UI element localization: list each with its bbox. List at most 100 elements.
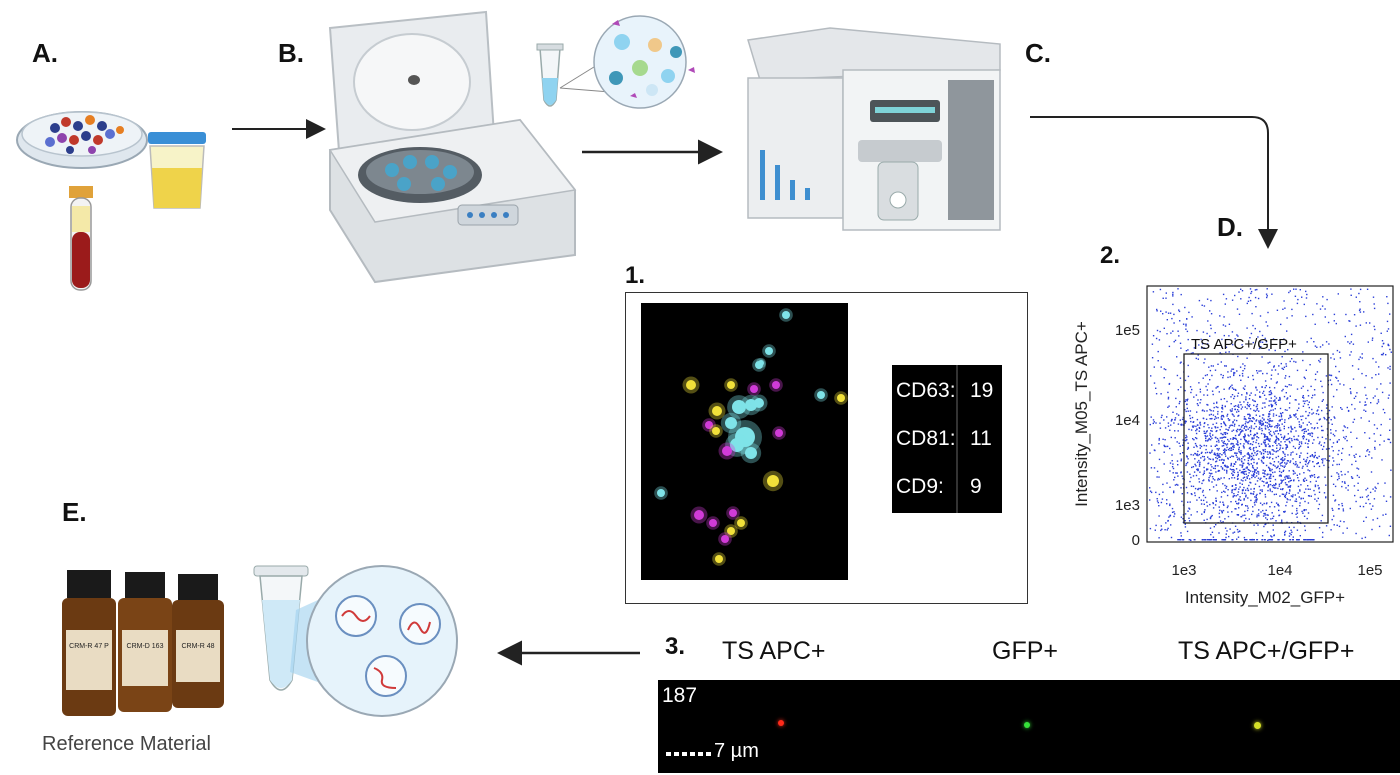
scatter-point — [1304, 463, 1307, 466]
scatter-point — [1223, 469, 1226, 471]
scatter-point — [1253, 409, 1255, 412]
scatter-point — [1342, 508, 1344, 510]
scatter-point — [1247, 453, 1250, 456]
scatter-point — [1243, 446, 1245, 448]
scatter-point — [1267, 362, 1269, 364]
scatter-point — [1286, 317, 1288, 319]
scatter-point — [1266, 325, 1269, 327]
scatter-point — [1290, 384, 1292, 386]
scatter-point — [1244, 435, 1246, 437]
scatter-point — [1295, 461, 1297, 463]
scatter-point — [1250, 499, 1252, 502]
scatter-point — [1283, 338, 1285, 340]
scatter-point — [1243, 418, 1245, 420]
scatter-point — [1252, 510, 1254, 513]
scatter-point — [1326, 419, 1328, 421]
scatter-point — [1277, 455, 1280, 458]
scatter-point — [1181, 475, 1183, 477]
scatter-point — [1299, 504, 1301, 507]
scatter-point — [1284, 453, 1286, 455]
scatter-point — [1240, 438, 1242, 441]
scatter-point — [1357, 468, 1360, 470]
scatter-point — [1247, 401, 1249, 404]
scatter-point — [1245, 473, 1247, 475]
scatter-point — [1156, 476, 1158, 478]
scatter-point — [1256, 372, 1259, 374]
scatter-point — [1261, 504, 1264, 506]
scatter-point — [1207, 456, 1209, 458]
scatter-point — [1330, 374, 1332, 377]
scatter-point — [1292, 536, 1294, 538]
scatter-point — [1298, 496, 1300, 498]
scatter-point — [1186, 330, 1189, 333]
scatter-point — [1185, 350, 1188, 352]
scatter-point — [1269, 469, 1271, 472]
scatter-point — [1265, 341, 1268, 343]
scatter-point — [1256, 514, 1258, 516]
scatter-point — [1187, 364, 1189, 367]
count-label: CD81: — [896, 427, 956, 450]
scatter-point — [1346, 439, 1348, 442]
scatter-point — [1198, 382, 1200, 384]
scatter-point — [1280, 474, 1282, 477]
scatter-point — [1303, 436, 1305, 438]
scatter-point — [1213, 418, 1216, 420]
scatter-point — [1323, 445, 1325, 448]
scatter-point — [1248, 518, 1250, 520]
scatter-point — [1169, 486, 1171, 488]
scatter-point — [1162, 438, 1164, 440]
scatter-point — [1274, 408, 1276, 410]
scatter-point — [1290, 425, 1292, 428]
scatter-point — [1189, 480, 1191, 483]
scatter-point — [1153, 467, 1156, 469]
scatter-point — [1217, 410, 1219, 413]
scatter-point — [1227, 371, 1229, 373]
scatter-point — [1313, 389, 1316, 391]
scatter-point — [1385, 500, 1388, 502]
scatter-point — [1177, 475, 1179, 477]
scatter-point — [1221, 338, 1223, 341]
scatter-point — [1274, 426, 1276, 428]
scatter-point — [1341, 505, 1344, 507]
scatter-point — [1174, 419, 1176, 421]
scatter-point — [1305, 488, 1307, 490]
scatter-point — [1216, 457, 1219, 460]
scatter-point — [1314, 427, 1316, 429]
scatter-point — [1268, 445, 1270, 448]
scatter-point — [1243, 468, 1246, 470]
scatter-point — [1184, 306, 1186, 309]
scatter-point — [1197, 488, 1199, 490]
scatter-point — [1273, 433, 1276, 435]
scatter-point — [1227, 438, 1229, 441]
scatter-point — [1311, 474, 1313, 476]
scatter-point — [1384, 482, 1386, 484]
scatter-point — [1212, 467, 1215, 469]
scatter-point — [1368, 454, 1370, 456]
fluorescent-spot — [725, 417, 737, 429]
scatter-point — [1229, 425, 1231, 427]
scatter-point — [1204, 374, 1207, 377]
scatter-point — [1235, 484, 1237, 486]
scatter-point — [1158, 505, 1160, 507]
scatter-point — [1204, 358, 1206, 360]
scatter-point — [1296, 507, 1298, 510]
scatter-point — [1255, 454, 1258, 456]
scatter-point — [1297, 435, 1300, 437]
scatter-point — [1264, 512, 1266, 515]
scatter-point — [1250, 433, 1252, 436]
scatter-point — [1251, 417, 1254, 419]
scatter-point — [1366, 496, 1368, 498]
scatter-point — [1190, 476, 1192, 479]
scatter-point — [1263, 502, 1265, 505]
scatter-point — [1311, 454, 1313, 456]
scatter-point — [1221, 468, 1224, 470]
scatter-point — [1206, 298, 1209, 300]
scatter-point — [1266, 425, 1268, 427]
scatter-point — [1346, 406, 1348, 409]
scatter-point — [1286, 484, 1288, 486]
scatter-point — [1268, 391, 1271, 393]
scatter-point — [1235, 508, 1237, 510]
scatter-point — [1238, 406, 1240, 408]
scatter-point — [1156, 498, 1158, 500]
